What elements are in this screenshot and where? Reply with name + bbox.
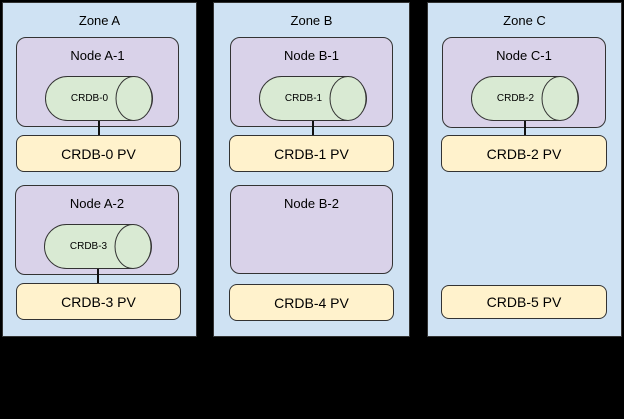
database-cylinder-shape [259,76,367,121]
crdb-1-cylinder: CRDB-1 [259,76,367,121]
zone-b-label: Zone B [290,13,333,28]
node-b-1: Node B-1 CRDB-1 [230,37,393,127]
crdb-2-label: CRDB-2 [496,93,535,104]
crdb-2-pv-label: CRDB-2 PV [486,145,562,162]
node-a-2: Node A-2 CRDB-3 [15,185,179,275]
crdb-0-pv: CRDB-0 PV [16,135,181,172]
zone-c-label: Zone C [503,13,546,28]
database-cylinder-shape [45,76,153,121]
node-b-1-label: Node B-1 [284,48,339,63]
zone-a: Zone A Node A-1 CRDB-0 CRDB-0 PV Node A-… [2,2,197,337]
connector-crdb-3-to-pv [97,269,99,284]
zone-b: Zone B Node B-1 CRDB-1 CRDB-1 PV Node B-… [213,2,410,337]
crdb-3-label: CRDB-3 [69,241,108,252]
crdb-5-pv: CRDB-5 PV [441,285,607,319]
crdb-0-label: CRDB-0 [70,93,109,104]
node-a-2-label: Node A-2 [69,196,125,211]
node-c-1: Node C-1 CRDB-2 [442,37,606,128]
crdb-0-pv-label: CRDB-0 PV [61,145,136,162]
crdb-1-pv-label: CRDB-1 PV [274,145,349,162]
crdb-2-pv: CRDB-2 PV [441,135,607,172]
node-b-2: Node B-2 [230,185,393,274]
crdb-3-cylinder: CRDB-3 [44,224,152,269]
connector-crdb-0-to-pv [98,121,100,136]
crdb-3-pv: CRDB-3 PV [16,283,181,320]
crdb-1-pv: CRDB-1 PV [229,135,394,172]
node-a-1: Node A-1 CRDB-0 [16,37,179,127]
node-b-2-label: Node B-2 [284,196,339,211]
crdb-1-label: CRDB-1 [284,93,323,104]
database-cylinder-shape [44,224,152,269]
database-cylinder-shape [471,76,579,121]
crdb-0-cylinder: CRDB-0 [45,76,153,121]
zone-c: Zone C Node C-1 CRDB-2 CRDB-2 PV CRDB-5 … [427,2,622,337]
crdb-4-pv: CRDB-4 PV [229,284,394,321]
node-a-1-label: Node A-1 [70,48,125,63]
zone-a-label: Zone A [78,13,121,28]
node-c-1-label: Node C-1 [496,48,552,63]
connector-crdb-1-to-pv [312,121,314,136]
crdb-4-pv-label: CRDB-4 PV [274,294,349,311]
connector-crdb-2-to-pv [524,121,526,136]
crdb-5-pv-label: CRDB-5 PV [486,294,562,310]
crdb-2-cylinder: CRDB-2 [471,76,579,121]
crdb-3-pv-label: CRDB-3 PV [61,293,136,310]
